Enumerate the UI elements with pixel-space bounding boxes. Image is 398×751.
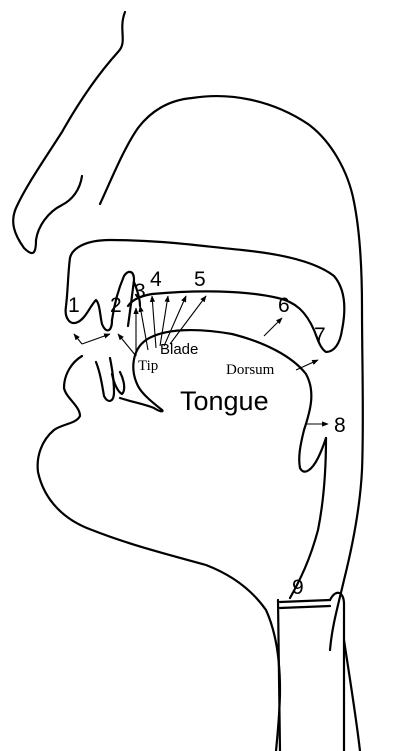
place-label-9: 9 [292,576,304,599]
larynx-front [290,438,326,598]
place-label-5: 5 [194,268,206,291]
trachea-right [330,593,344,751]
blade-label: Blade [160,341,198,358]
tip-label: Tip [138,358,158,374]
nose-profile [13,12,125,253]
place-label-4: 4 [150,268,162,291]
place-label-1: 1 [68,294,80,317]
nasal-cavity [100,96,362,308]
pharynx-wall [330,308,363,650]
tongue-label: Tongue [180,386,269,416]
vocal-cords [280,600,330,608]
place-label-7: 7 [314,324,326,347]
lower-incisor [96,358,114,401]
esophagus-line [344,640,360,751]
dorsum-label: Dorsum [226,362,275,378]
place-label-8: 8 [334,414,346,437]
place-label-6: 6 [278,294,290,317]
place-label-2: 2 [110,294,122,317]
place-label-3: 3 [134,280,146,303]
